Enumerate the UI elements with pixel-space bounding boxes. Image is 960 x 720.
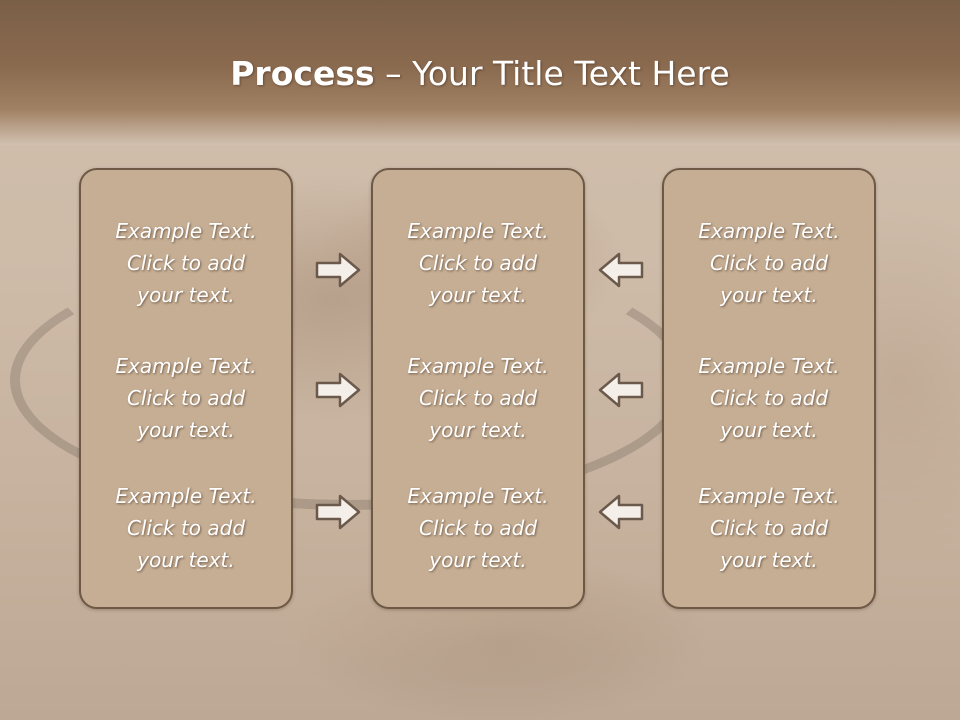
text-placeholder[interactable]: Example Text. Click to add your text. xyxy=(81,215,291,311)
text-placeholder[interactable]: Example Text. Click to add your text. xyxy=(373,350,583,446)
text-line: Click to add xyxy=(126,516,246,540)
title-bold-text: Process xyxy=(230,54,375,93)
text-line: Example Text. xyxy=(115,219,257,243)
arrow-left-icon[interactable] xyxy=(597,250,645,290)
text-line: Example Text. xyxy=(115,484,257,508)
arrow-right-icon[interactable] xyxy=(314,250,362,290)
arrow-right-icon[interactable] xyxy=(314,492,362,532)
text-line: your text. xyxy=(137,548,235,572)
slide-title[interactable]: Process – Your Title Text Here xyxy=(0,52,960,96)
text-placeholder[interactable]: Example Text. Click to add your text. xyxy=(81,480,291,576)
process-box-right[interactable]: Example Text. Click to add your text. Ex… xyxy=(662,168,876,609)
text-line: your text. xyxy=(137,283,235,307)
text-line: your text. xyxy=(429,418,527,442)
text-line: Click to add xyxy=(709,386,829,410)
text-line: your text. xyxy=(137,418,235,442)
text-line: Click to add xyxy=(709,516,829,540)
text-placeholder[interactable]: Example Text. Click to add your text. xyxy=(664,350,874,446)
text-line: Click to add xyxy=(418,516,538,540)
title-rest-text: – Your Title Text Here xyxy=(374,54,730,93)
text-line: Click to add xyxy=(418,386,538,410)
text-line: your text. xyxy=(429,548,527,572)
text-line: Click to add xyxy=(126,251,246,275)
text-line: Example Text. xyxy=(407,354,549,378)
text-placeholder[interactable]: Example Text. Click to add your text. xyxy=(664,480,874,576)
text-line: Example Text. xyxy=(698,219,840,243)
title-band xyxy=(0,0,960,145)
text-line: Click to add xyxy=(126,386,246,410)
arrow-right-icon[interactable] xyxy=(314,370,362,410)
text-line: Example Text. xyxy=(407,219,549,243)
text-line: Click to add xyxy=(709,251,829,275)
arrow-left-icon[interactable] xyxy=(597,492,645,532)
text-placeholder[interactable]: Example Text. Click to add your text. xyxy=(373,215,583,311)
text-line: Example Text. xyxy=(698,484,840,508)
text-line: Example Text. xyxy=(698,354,840,378)
text-line: your text. xyxy=(720,283,818,307)
text-line: Example Text. xyxy=(115,354,257,378)
text-line: Click to add xyxy=(418,251,538,275)
arrow-left-icon[interactable] xyxy=(597,370,645,410)
text-placeholder[interactable]: Example Text. Click to add your text. xyxy=(373,480,583,576)
process-box-center[interactable]: Example Text. Click to add your text. Ex… xyxy=(371,168,585,609)
text-placeholder[interactable]: Example Text. Click to add your text. xyxy=(664,215,874,311)
text-line: your text. xyxy=(429,283,527,307)
text-placeholder[interactable]: Example Text. Click to add your text. xyxy=(81,350,291,446)
text-line: Example Text. xyxy=(407,484,549,508)
process-box-left[interactable]: Example Text. Click to add your text. Ex… xyxy=(79,168,293,609)
text-line: your text. xyxy=(720,418,818,442)
text-line: your text. xyxy=(720,548,818,572)
